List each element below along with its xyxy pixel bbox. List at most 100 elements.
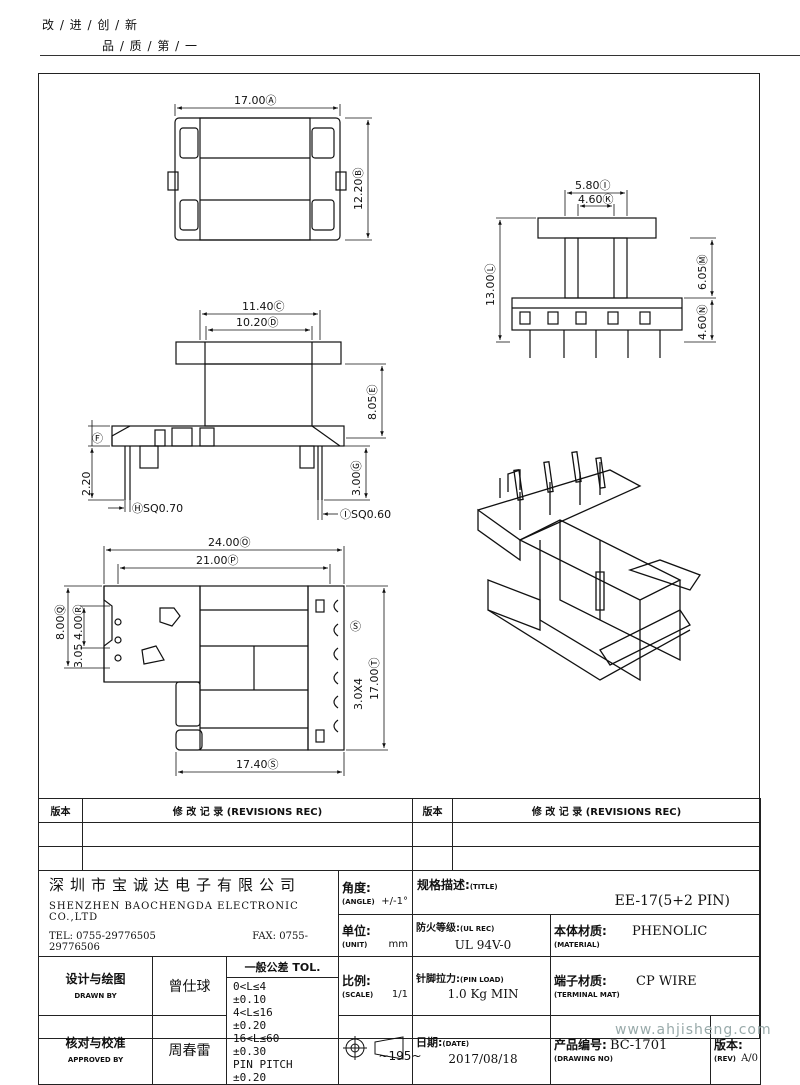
third-angle-projection-icon — [342, 1036, 403, 1061]
company-fax: FAX: 0755-29776506 — [49, 931, 309, 953]
company-name-en: SHENZHEN BAOCHENGDA ELECTRONIC CO.,LTD — [49, 901, 299, 923]
dim-front-sq-0-70: ⒽSQ0.70 — [132, 502, 183, 515]
dim-bottom-17-00: 17.00Ⓣ — [368, 658, 381, 701]
terminal-label: 端子材质: — [554, 973, 607, 988]
drawing-no-value: BC-1701 — [610, 1037, 668, 1053]
angle-label-en: (ANGLE) — [342, 897, 375, 906]
unit-label-en: (UNIT) — [342, 940, 368, 949]
rev-empty-cell — [81, 846, 414, 871]
rev-empty-cell — [412, 822, 454, 847]
dim-side-5-80: 5.80Ⓘ — [575, 179, 611, 192]
ul-cell: 防火等级:(UL REC) UL 94V-0 — [412, 914, 552, 957]
bottom-view — [64, 546, 388, 776]
angle-label: 角度: — [342, 880, 371, 895]
angle-cell: 角度: (ANGLE) +/-1° — [337, 870, 414, 915]
scale-label: 比例: — [342, 973, 371, 988]
date-label-en: (DATE) — [442, 1039, 470, 1048]
dim-front-f: Ⓕ — [92, 432, 103, 445]
approved-value: 周春雷 — [152, 1014, 227, 1085]
drawn-label: 设计与绘图 — [65, 972, 126, 987]
dim-front-3-00: 3.00Ⓖ — [350, 461, 363, 497]
technical-drawings: 17.00Ⓐ 12.20Ⓑ 5.80Ⓘ 4.60Ⓚ 1 — [54, 94, 716, 776]
approved-label-cell: 核对与校准 APPROVED BY — [38, 1014, 153, 1085]
tolerance-title: 一般公差 TOL. — [227, 958, 338, 978]
terminal-value: CP WIRE — [636, 973, 697, 989]
dim-front-11-40: 11.40Ⓒ — [242, 300, 285, 313]
dim-top-depth: 12.20Ⓑ — [352, 168, 365, 211]
title-label-en: (TITLE) — [469, 883, 498, 891]
unit-label: 单位: — [342, 923, 371, 938]
dim-side-6-05: 6.05Ⓜ — [696, 255, 709, 291]
rev-col-record-right: 修 改 记 录 (REVISIONS REC) — [452, 798, 762, 823]
motto-line-1: 改 / 进 / 创 / 新 — [42, 18, 139, 32]
title-cell: 规格描述:(TITLE) EE-17(5+2 PIN) — [412, 870, 762, 915]
company-cell: 深圳市宝诚达电子有限公司 SHENZHEN BAOCHENGDA ELECTRO… — [38, 870, 339, 957]
tolerance-row-2: 4<L≤16±0.20 — [233, 1006, 273, 1032]
rev-empty-cell — [38, 846, 83, 871]
rev-empty-cell — [452, 822, 762, 847]
rev-empty-cell — [81, 822, 414, 847]
rev-value: A/0 — [741, 1052, 759, 1064]
rev-label-en: (REV) — [714, 1054, 737, 1063]
date-value: 2017/08/18 — [448, 1051, 518, 1066]
drawn-label-cell: 设计与绘图 DRAWN BY — [38, 956, 153, 1016]
material-value: PHENOLIC — [632, 923, 708, 939]
drawing-no-cell: 产品编号: BC-1701 (DRAWING NO) — [550, 1014, 712, 1085]
pin-load-cell: 针脚拉力:(PIN LOAD) 1.0 Kg MIN — [412, 956, 552, 1016]
side-view — [496, 190, 716, 358]
ul-label: 防火等级: — [416, 923, 461, 934]
watermark: www.ahjisheng.com — [615, 1022, 772, 1038]
rev-col-version-right: 版本 — [412, 798, 454, 823]
company-tel: TEL: 0755-29776505 — [49, 931, 156, 942]
scale-label-en: (SCALE) — [342, 990, 374, 999]
rev-cell: 版本: (REV) A/0 — [710, 1014, 762, 1085]
ul-label-en: (UL REC) — [460, 925, 495, 933]
rev-col-record-left: 修 改 记 录 (REVISIONS REC) — [81, 798, 414, 823]
dim-side-height: 13.00Ⓛ — [484, 264, 497, 307]
scale-cell: 比例: (SCALE) 1/1 — [337, 956, 414, 1016]
company-name-cn: 深圳市宝诚达电子有限公司 — [49, 876, 302, 894]
dim-bottom-17-40: 17.40Ⓢ — [236, 758, 279, 771]
ul-value: UL 94V-0 — [454, 938, 512, 952]
rev-empty-cell — [412, 846, 454, 871]
dim-bottom-21-00: 21.00Ⓟ — [196, 554, 239, 567]
dim-front-sq-0-60: ⒾSQ0.60 — [340, 508, 391, 521]
dim-side-4-60: 4.60Ⓚ — [578, 193, 614, 206]
drawn-value: 曾仕球 — [152, 956, 227, 1016]
unit-cell: 单位: (UNIT) mm — [337, 914, 414, 957]
dim-bottom-3-05: 3.05 — [72, 644, 85, 669]
material-label-en: (MATERIAL) — [554, 940, 600, 949]
rev-label: 版本: — [714, 1037, 743, 1052]
unit-value: mm — [388, 938, 409, 950]
tolerance-row-3: 16<L≤60±0.30 — [233, 1032, 280, 1058]
dim-bottom-pitch: 3.0X4 — [352, 678, 365, 710]
approved-label-en: APPROVED BY — [67, 1056, 124, 1065]
material-label: 本体材质: — [554, 923, 607, 938]
dim-side-4-60b: 4.60Ⓝ — [696, 305, 709, 341]
front-view — [88, 310, 386, 520]
pin-load-label: 针脚拉力: — [416, 974, 461, 986]
drawing-no-label: 产品编号: — [554, 1037, 607, 1052]
title-label: 规格描述: — [417, 878, 470, 892]
rev-empty-cell — [38, 822, 83, 847]
rev-empty-cell — [452, 846, 762, 871]
material-cell: 本体材质: PHENOLIC (MATERIAL) — [550, 914, 762, 957]
dim-bottom-s-mark: Ⓢ — [350, 620, 361, 633]
isometric-view — [477, 450, 701, 682]
pin-load-value: 1.0 Kg MIN — [447, 987, 519, 1002]
dim-bottom-8-00: 8.00Ⓠ — [54, 605, 67, 641]
dim-top-width: 17.00Ⓐ — [234, 94, 277, 107]
title-value: EE-17(5+2 PIN) — [614, 893, 731, 909]
dim-front-8-05: 8.05Ⓔ — [366, 385, 379, 421]
rev-col-version-left: 版本 — [38, 798, 83, 823]
drawn-label-en: DRAWN BY — [74, 992, 117, 1001]
dim-front-10-20: 10.20Ⓓ — [236, 316, 279, 329]
approved-label: 核对与校准 — [65, 1036, 126, 1051]
page-number: ~195~ — [378, 1049, 422, 1063]
tolerance-cell: 一般公差 TOL. 0<L≤4±0.10 4<L≤16±0.20 16<L≤60… — [226, 956, 339, 1085]
angle-value: +/-1° — [381, 895, 409, 907]
dim-bottom-24-00: 24.00Ⓞ — [208, 536, 251, 549]
dim-bottom-4-00: 4.00Ⓡ — [72, 605, 85, 641]
title-block-table: 版本 修 改 记 录 (REVISIONS REC) 版本 修 改 记 录 (R… — [38, 798, 762, 1085]
tolerance-row-1: 0<L≤4±0.10 — [233, 980, 267, 1006]
